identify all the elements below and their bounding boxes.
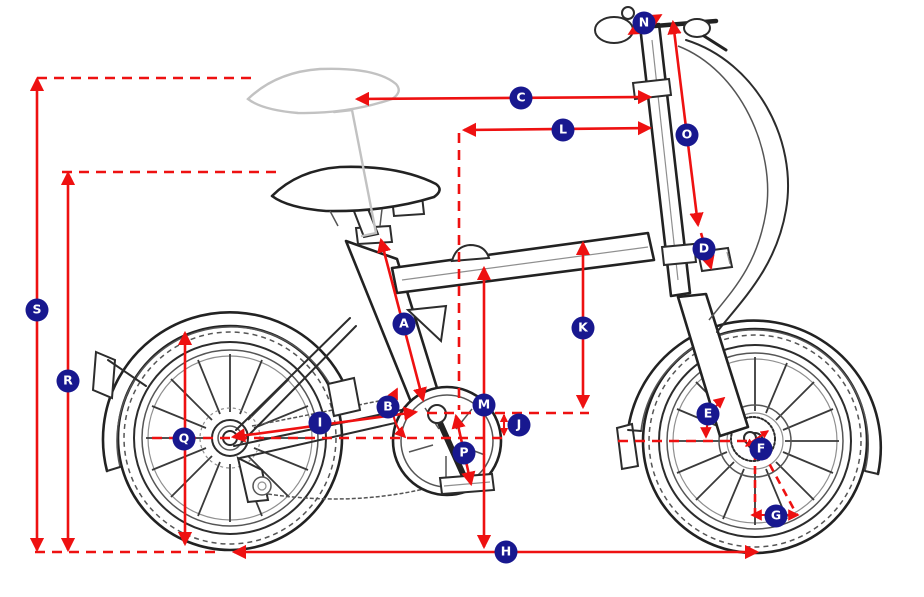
dim-label-l: L	[551, 118, 575, 142]
dim-label-g: G	[764, 504, 788, 528]
dim-label-r: R	[56, 369, 80, 393]
bike-sketch	[91, 6, 883, 555]
dim-label-i: I	[308, 411, 332, 435]
top-tube	[390, 231, 656, 295]
dim-label-o: O	[675, 123, 699, 147]
dim-label-j: J	[507, 413, 531, 437]
reference-dashed-lines	[35, 76, 799, 554]
dim-label-b: B	[376, 395, 400, 419]
frame-hinge	[450, 243, 491, 263]
dim-label-s: S	[25, 298, 49, 322]
front-fender	[615, 319, 883, 476]
dim-label-n: N	[632, 11, 656, 35]
dim-label-d: D	[692, 237, 716, 261]
dim-label-q: Q	[172, 427, 196, 451]
dimension-C	[354, 89, 653, 107]
dim-label-h: H	[494, 540, 518, 564]
brake-cables	[677, 39, 790, 333]
stem-mast	[631, 22, 734, 298]
saddle-lowered	[270, 165, 441, 239]
dim-label-e: E	[696, 402, 720, 426]
ref-steering-axis	[761, 451, 799, 516]
dim-label-f: F	[749, 437, 773, 461]
dim-label-c: C	[509, 86, 533, 110]
dim-label-k: K	[571, 316, 595, 340]
dim-label-p: P	[452, 441, 476, 465]
dim-label-a: A	[392, 312, 416, 336]
fork	[676, 292, 757, 445]
dim-label-m: M	[472, 393, 496, 417]
rear-fender	[91, 311, 351, 473]
